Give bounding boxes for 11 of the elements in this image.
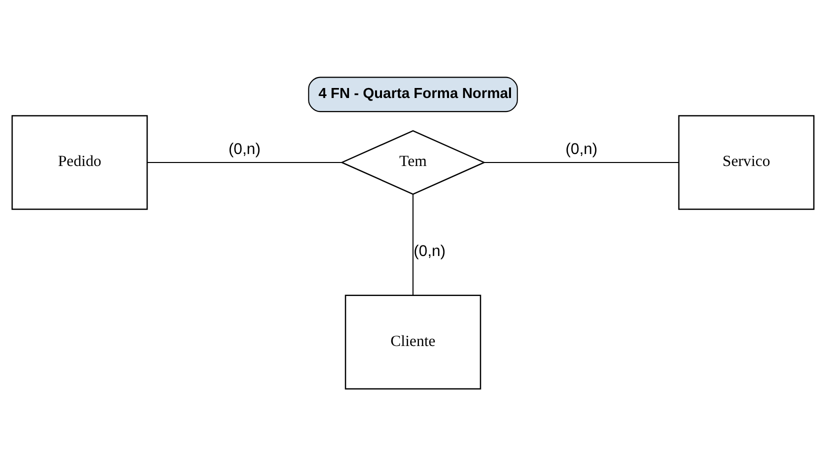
edge-label: (0,n) (565, 140, 598, 158)
diagram-title: 4 FN - Quarta Forma Normal (318, 85, 512, 102)
node-box: Servico (678, 114, 814, 210)
edge-label: (0,n) (228, 140, 261, 158)
node-box: Pedido (12, 114, 148, 210)
node-diamond: Tem (340, 130, 486, 194)
connector (148, 161, 342, 162)
edge-label: (0,n) (414, 242, 446, 260)
node-box: Cliente (344, 294, 482, 389)
connector (412, 194, 414, 295)
connector (484, 161, 679, 162)
